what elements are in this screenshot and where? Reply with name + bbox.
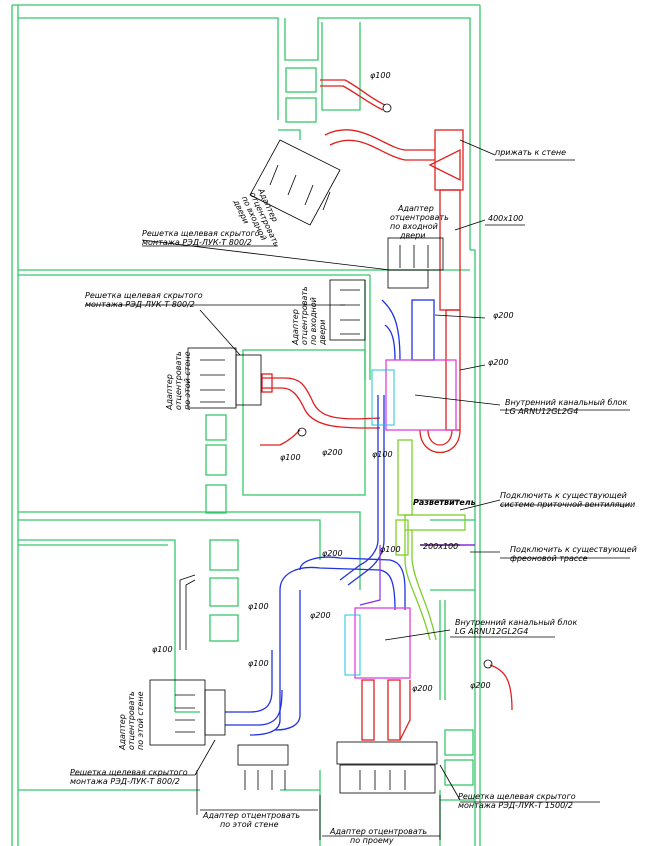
label-adapter-door-3: по входной [390,222,438,231]
label-phi100-left: φ100 [152,645,173,654]
label-connect-vent-2: системе приточной вентиляции [500,500,635,509]
label-connect-vent-1: Подключить к существующей [500,491,627,500]
svg-text:Адаптер: Адаптер [165,374,174,411]
svg-text:по входной: по входной [309,297,318,345]
grilles [149,139,444,794]
svg-text:отцентровать: отцентровать [300,286,309,345]
return-ducts [225,299,435,736]
label-phi100-top: φ100 [370,71,391,80]
label-phi100-bl2: φ100 [248,659,269,668]
svg-text:двери: двери [318,320,327,346]
label-phi200-b: φ200 [493,311,514,320]
label-adapter-vertical-1: Адаптер отцентровать по входной двери [291,286,327,346]
label-unit1-model: LG ARNU12GL2G4 [505,407,578,416]
svg-text:отцентровать: отцентровать [127,691,136,750]
label-adapter-wall-2: по этой стене [220,820,279,829]
freon-line [359,544,475,606]
svg-text:по этой стене: по этой стене [136,691,145,750]
svg-text:по этой стене: по этой стене [183,351,192,410]
label-phi100-mid: φ100 [280,453,301,462]
label-adapter-door-4: двери [399,231,425,240]
label-phi100-splitter: φ100 [380,545,401,554]
label-grille3-line2: монтажа РЭД-ЛУК-Т 800/2 [70,777,180,786]
label-grille1-line1: Решетка щелевая скрытого [142,229,260,238]
label-unit2-model: LG ARNU12GL2G4 [455,627,528,636]
label-adapter-door-2: отцентровать [390,213,449,222]
label-phi100-bl1: φ100 [248,602,269,611]
svg-text:Адаптер: Адаптер [118,714,127,751]
indoor-units [344,359,457,679]
leader-lines [70,139,630,840]
label-adapter-opening-2: по проему [350,836,394,845]
label-size-400x100: 400х100 [488,214,523,223]
label-press-wall: прижать к стене [495,148,566,157]
label-adapter-opening-1: Адаптер отцентровать [329,827,427,836]
label-grille2-line1: Решетка щелевая скрытого [85,291,203,300]
svg-text:Адаптер: Адаптер [291,309,300,346]
label-phi100-vert: φ100 [372,450,393,459]
label-adapter-wall-1: Адаптер отцентровать [202,811,300,820]
label-phi200-left: φ200 [322,448,343,457]
label-phi200-bottom-mid: φ200 [310,611,331,620]
label-grille4-line2: монтажа РЭД-ЛУК-Т 1500/2 [458,801,573,810]
label-unit1-title: Внутренний канальный блок [505,398,627,407]
supply-ducts [179,79,513,741]
fresh-air-duct [395,439,466,641]
label-phi200-bottom-right: φ200 [412,684,433,693]
label-splitter: Разветвитель [413,498,476,507]
label-grille4-line1: Решетка щелевая скрытого [458,792,576,801]
label-unit2-title: Внутренний канальный блок [455,618,577,627]
label-phi100-right: φ200 [470,681,491,690]
svg-text:отцентровать: отцентровать [174,351,183,410]
label-grille1-line2: монтажа РЭД-ЛУК-Т 800/2 [142,238,252,247]
label-grille3-line1: Решетка щелевая скрытого [70,768,188,777]
label-size-200x100: 200х100 [423,542,458,551]
label-grille2-line2: монтажа РЭД-ЛУК-Т 800/2 [85,300,195,309]
label-connect-freon-2: фреоновой трассе [510,554,588,563]
label-adapter-vertical-2: Адаптер отцентровать по этой стене [165,351,192,411]
label-phi200-bottom-top: φ200 [322,549,343,558]
label-adapter-vertical-3: Адаптер отцентровать по этой стене [118,691,145,751]
label-connect-freon-1: Подключить к существующей [510,545,637,554]
label-adapter-door-1: Адаптер [397,204,434,213]
label-phi200-c: φ200 [488,358,509,367]
annotations: φ100 прижать к стене 400х100 Адаптер отц… [70,71,637,845]
